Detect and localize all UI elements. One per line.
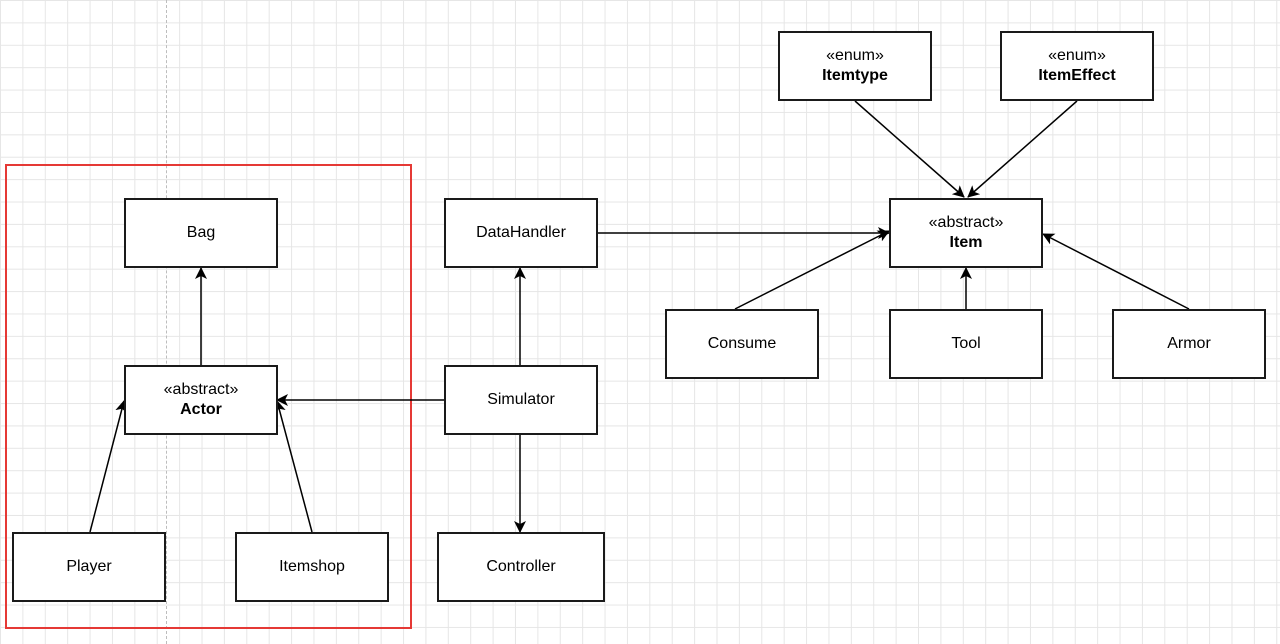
edge-player-actor[interactable]: [89, 400, 128, 533]
node-player-name: Player: [66, 558, 112, 575]
node-datahandler-name: DataHandler: [476, 224, 566, 241]
node-armor-name: Armor: [1167, 335, 1211, 352]
node-itemshop[interactable]: Itemshop: [235, 532, 389, 602]
node-item-name: Item: [949, 234, 983, 251]
node-bag-name: Bag: [186, 224, 216, 241]
node-actor-name: Actor: [180, 401, 222, 418]
selection-rectangle[interactable]: [5, 164, 412, 629]
edge-consume-item[interactable]: [734, 230, 890, 310]
node-consume[interactable]: Consume: [665, 309, 819, 379]
edge-itemtype-item[interactable]: [854, 100, 965, 198]
node-itemtype[interactable]: «enum» Itemtype: [778, 31, 932, 101]
node-bag[interactable]: Bag: [124, 198, 278, 268]
node-item-stereotype: «abstract»: [928, 214, 1004, 231]
edge-armor-item[interactable]: [1042, 233, 1190, 310]
node-consume-name: Consume: [707, 335, 777, 352]
node-itemtype-stereotype: «enum»: [826, 47, 884, 64]
node-tool[interactable]: Tool: [889, 309, 1043, 379]
node-itemtype-name: Itemtype: [822, 67, 888, 84]
edge-itemshop-actor[interactable]: [274, 400, 313, 533]
node-simulator-name: Simulator: [487, 391, 555, 408]
node-controller[interactable]: Controller: [437, 532, 605, 602]
node-itemeffect-stereotype: «enum»: [1048, 47, 1106, 64]
node-simulator[interactable]: Simulator: [444, 365, 598, 435]
node-player[interactable]: Player: [12, 532, 166, 602]
node-itemeffect-name: ItemEffect: [1038, 67, 1116, 84]
node-actor[interactable]: «abstract» Actor: [124, 365, 278, 435]
edge-itemeffect-item[interactable]: [967, 100, 1078, 198]
node-item[interactable]: «abstract» Item: [889, 198, 1043, 268]
node-itemeffect[interactable]: «enum» ItemEffect: [1000, 31, 1154, 101]
node-itemshop-name: Itemshop: [279, 558, 345, 575]
node-tool-name: Tool: [951, 335, 981, 352]
node-controller-name: Controller: [486, 558, 556, 575]
node-datahandler[interactable]: DataHandler: [444, 198, 598, 268]
node-armor[interactable]: Armor: [1112, 309, 1266, 379]
node-actor-stereotype: «abstract»: [163, 381, 239, 398]
vertical-guide-line: [166, 0, 167, 644]
